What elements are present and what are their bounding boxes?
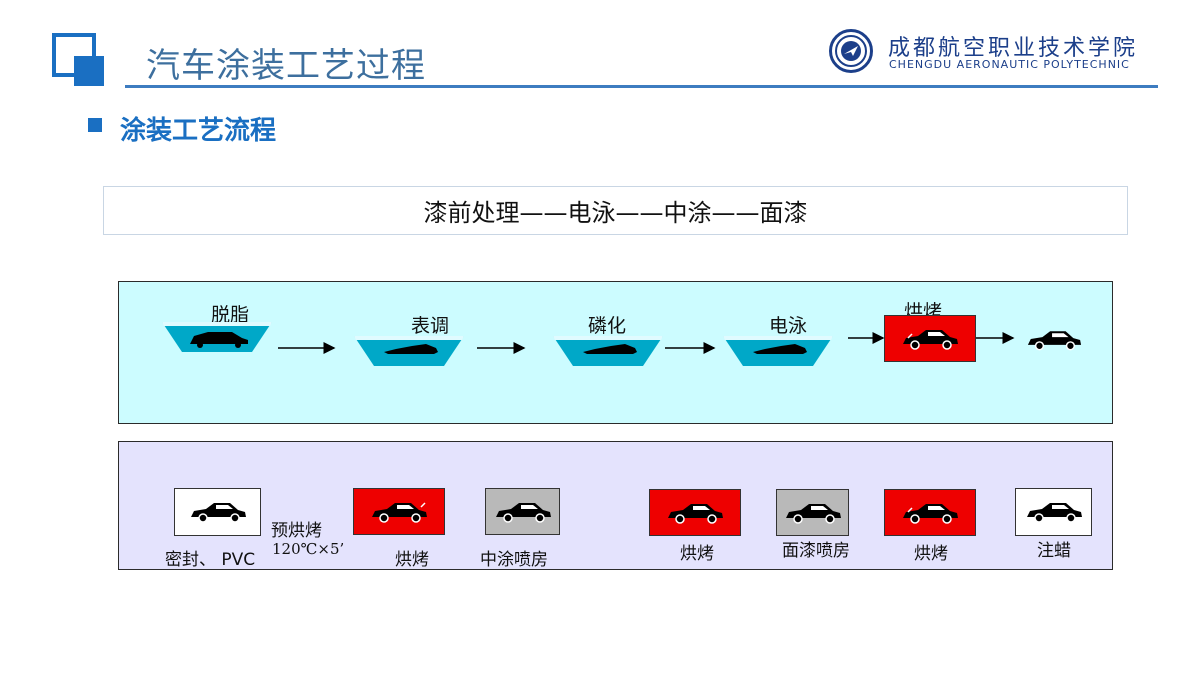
car-icon <box>668 503 723 524</box>
college-logo-icon <box>829 29 873 73</box>
bake-oven-box <box>353 488 445 535</box>
step-label-bake: 烘烤 <box>395 550 429 570</box>
page-title: 汽车涂装工艺过程 <box>146 46 426 86</box>
conditioning-tank-icon <box>354 336 464 366</box>
bullet-square-icon <box>88 118 102 132</box>
step-label-waxing: 注蜡 <box>1037 541 1071 561</box>
car-icon <box>785 503 841 524</box>
step-label-primer-booth: 中涂喷房 <box>480 550 548 570</box>
bake-oven-box <box>884 489 976 536</box>
step-label-bake: 烘烤 <box>680 544 714 564</box>
electrocoat-tank-icon <box>723 336 833 366</box>
waxing-station-box <box>1015 488 1092 536</box>
degrease-tank-icon <box>162 322 272 352</box>
topcoat-booth-box <box>776 489 849 536</box>
car-icon <box>372 501 427 523</box>
college-name-en: CHENGDU AERONAUTIC POLYTECHNIC <box>889 58 1130 71</box>
college-name-cn: 成都航空职业技术学院 <box>888 36 1139 61</box>
step-label-phosphating: 磷化 <box>588 315 627 337</box>
primer-booth-box <box>485 488 560 535</box>
sealing-station-box <box>174 488 261 536</box>
car-icon <box>1026 503 1082 523</box>
step-label-bake: 烘烤 <box>914 544 948 564</box>
finished-car-icon <box>1027 331 1082 351</box>
bake-oven-box <box>884 315 976 362</box>
title-divider <box>125 85 1158 88</box>
prebake-condition: 120℃×5’ <box>272 540 345 558</box>
section-title: 涂装工艺流程 <box>120 116 277 146</box>
car-icon <box>903 329 958 350</box>
process-summary: 漆前处理——电泳——中涂——面漆 <box>103 186 1128 235</box>
phosphating-tank-icon <box>553 336 663 366</box>
car-icon <box>903 503 958 524</box>
car-icon <box>190 503 246 523</box>
step-label-electrocoat: 电泳 <box>769 315 808 337</box>
step-label-surface-conditioning: 表调 <box>411 315 450 337</box>
bake-oven-box <box>649 489 741 536</box>
step-label-sealing: 密封、 PVC <box>165 550 256 570</box>
corner-mark-fill <box>74 56 104 86</box>
process-summary-text: 漆前处理——电泳——中涂——面漆 <box>423 199 808 227</box>
prebake-label: 预烘烤 <box>271 521 322 541</box>
step-label-degrease: 脱脂 <box>211 304 250 326</box>
step-label-topcoat-booth: 面漆喷房 <box>782 541 850 561</box>
car-icon <box>495 502 551 523</box>
